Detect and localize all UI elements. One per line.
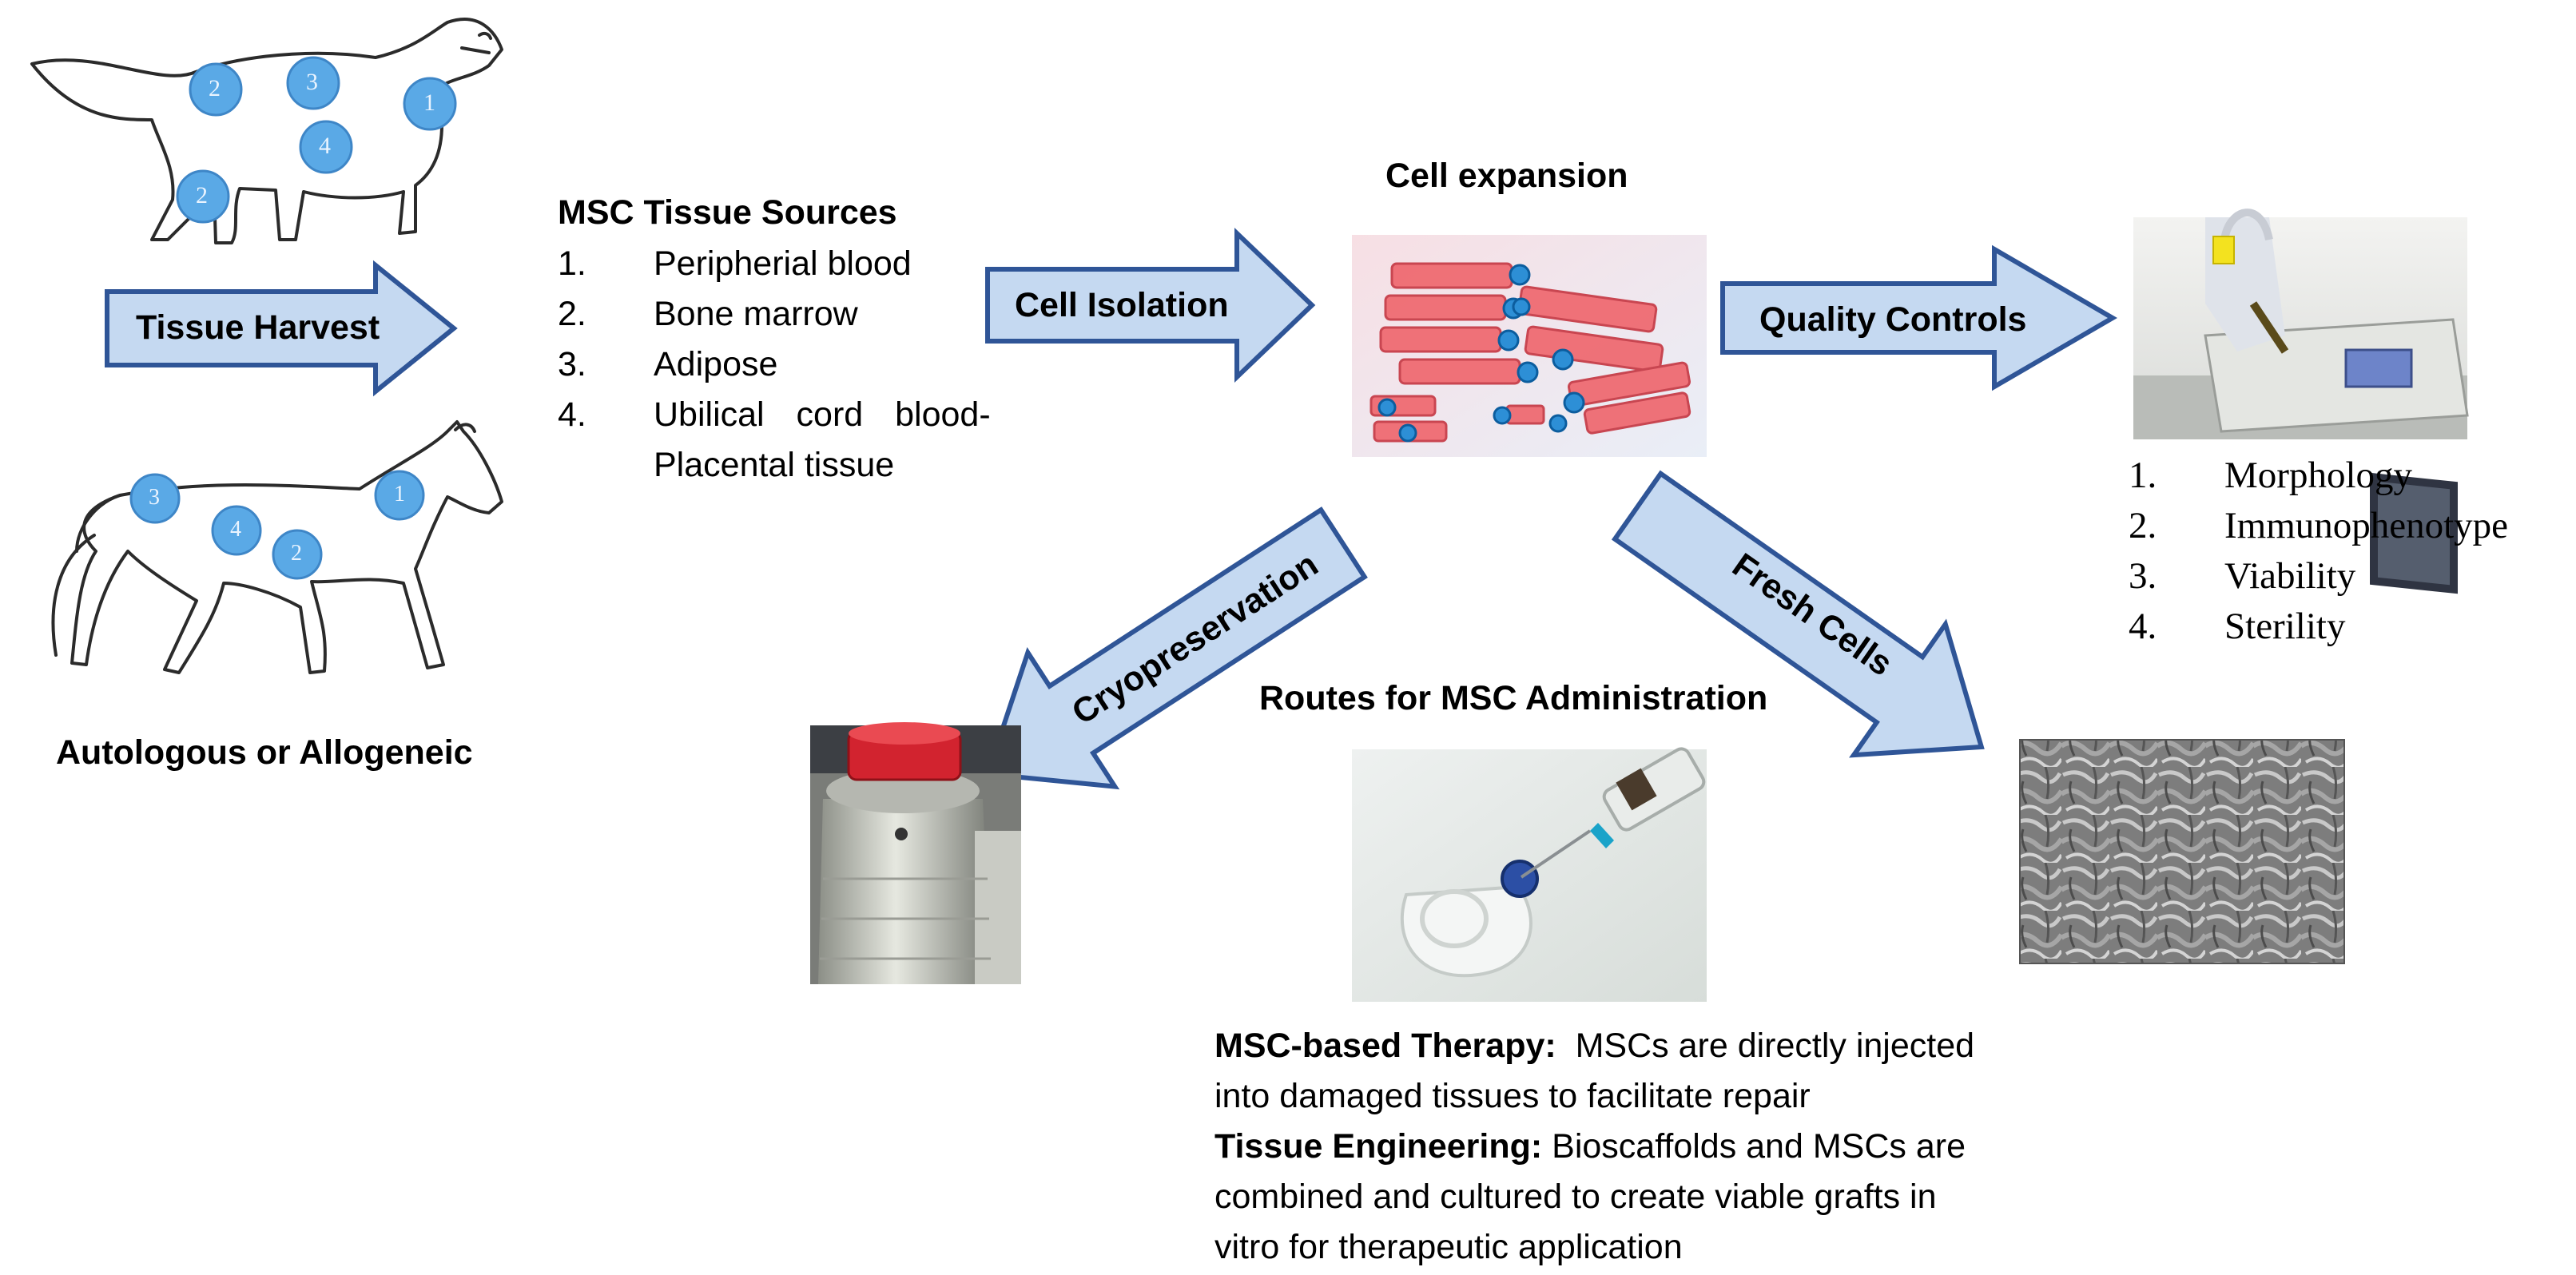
list-number: 1.: [2129, 455, 2157, 496]
tissue-harvest-arrow: [105, 260, 458, 397]
dog-marker-label: 2: [209, 75, 221, 101]
dog-marker-label: 4: [319, 133, 331, 159]
horse-marker-label: 3: [149, 485, 160, 510]
cell-isolation-label: Cell Isolation: [1015, 286, 1229, 324]
list-number: 3.: [558, 345, 586, 383]
list-text: Viability: [2224, 555, 2356, 597]
list-text: Placental tissue: [654, 446, 895, 484]
dog-marker-2b: [176, 169, 230, 224]
list-item: 2. Immunophenotype: [2129, 504, 2508, 547]
horse-illustration: [51, 420, 503, 674]
horse-marker-label: 1: [394, 482, 405, 506]
fresh-cells-arrow: [1611, 470, 1985, 758]
cell-expansion-title: Cell expansion: [1385, 157, 1628, 195]
list-item: 2. Bone marrow: [558, 295, 858, 334]
dog-marker-1: [403, 77, 457, 131]
dog-marker-2a: [189, 62, 243, 117]
list-item: 4. Sterility: [2129, 605, 2345, 648]
horse-marker-4: [211, 505, 262, 556]
cell-isolation-arrow: [985, 227, 1316, 383]
list-text: Adipose: [654, 345, 778, 383]
horse-marker-label: 4: [230, 517, 241, 542]
list-number: 2.: [2129, 505, 2157, 546]
dog-illustration: [30, 18, 503, 244]
fresh-cells-micrograph: [2019, 739, 2345, 964]
quality-control-lab-photo: [2133, 209, 2469, 594]
list-number: 2.: [558, 295, 586, 333]
engineering-line-3: vitro for therapeutic application: [1214, 1228, 1683, 1266]
administration-title: Routes for MSC Administration: [1259, 679, 1768, 717]
dog-marker-label: 1: [423, 89, 435, 116]
list-item: 3. Viability: [2129, 554, 2355, 598]
engineering-line-1: Tissue Engineering: Bioscaffolds and MSC…: [1214, 1122, 1974, 1172]
tissue-harvest-label: Tissue Harvest: [136, 308, 380, 347]
engineering-line-2: combined and cultured to create viable g…: [1214, 1178, 1937, 1216]
list-text: Bone marrow: [654, 295, 858, 333]
dog-marker-4: [299, 120, 353, 174]
list-item: 4. Ubilical cord blood-: [558, 395, 991, 435]
administration-description: MSC-based Therapy: MSCs are directly inj…: [1214, 1021, 1974, 1273]
list-text: Morphology: [2224, 455, 2412, 496]
list-text: Peripherial blood: [654, 244, 912, 283]
engineering-text: Bioscaffolds and MSCs are: [1542, 1127, 1966, 1166]
list-item: 3. Adipose: [558, 345, 777, 384]
cryopreservation-arrow: [984, 506, 1368, 790]
quality-controls-arrow: [1720, 244, 2117, 391]
syringe-vial-photo: [1352, 747, 1707, 1002]
list-text: Ubilical cord blood-: [654, 395, 991, 434]
horse-marker-2: [272, 529, 323, 580]
list-number: 4.: [2129, 606, 2157, 647]
dog-markers: [176, 56, 457, 224]
horse-marker-1: [374, 470, 425, 521]
list-text: Immunophenotype: [2224, 505, 2509, 546]
therapy-line-2: into damaged tissues to facilitate repai…: [1214, 1077, 1811, 1115]
dog-marker-label: 2: [196, 182, 208, 209]
dog-marker-3: [286, 56, 340, 110]
tissue-sources-title: MSC Tissue Sources: [558, 193, 897, 232]
therapy-line-1: MSC-based Therapy: MSCs are directly inj…: [1214, 1021, 1974, 1071]
cryogenic-tank-photo: [810, 722, 1021, 984]
list-item: 1. Morphology: [2129, 454, 2412, 497]
quality-controls-label: Quality Controls: [1759, 300, 2027, 339]
list-number: 1.: [558, 244, 586, 283]
list-number: 4.: [558, 395, 586, 434]
list-item: 1. Peripherial blood: [558, 244, 912, 284]
therapy-label: MSC-based Therapy:: [1214, 1027, 1556, 1065]
horse-markers: [129, 470, 425, 580]
engineering-label: Tissue Engineering:: [1214, 1127, 1543, 1166]
horse-marker-label: 2: [291, 541, 302, 566]
therapy-text: MSCs are directly injected: [1556, 1027, 1975, 1065]
donor-type-caption: Autologous or Allogeneic: [56, 733, 473, 772]
list-text: Sterility: [2224, 606, 2346, 647]
dog-marker-label: 3: [306, 69, 318, 95]
horse-marker-3: [129, 473, 181, 524]
list-number: 3.: [2129, 555, 2157, 597]
cell-culture-flasks-photo: [1352, 235, 1707, 457]
